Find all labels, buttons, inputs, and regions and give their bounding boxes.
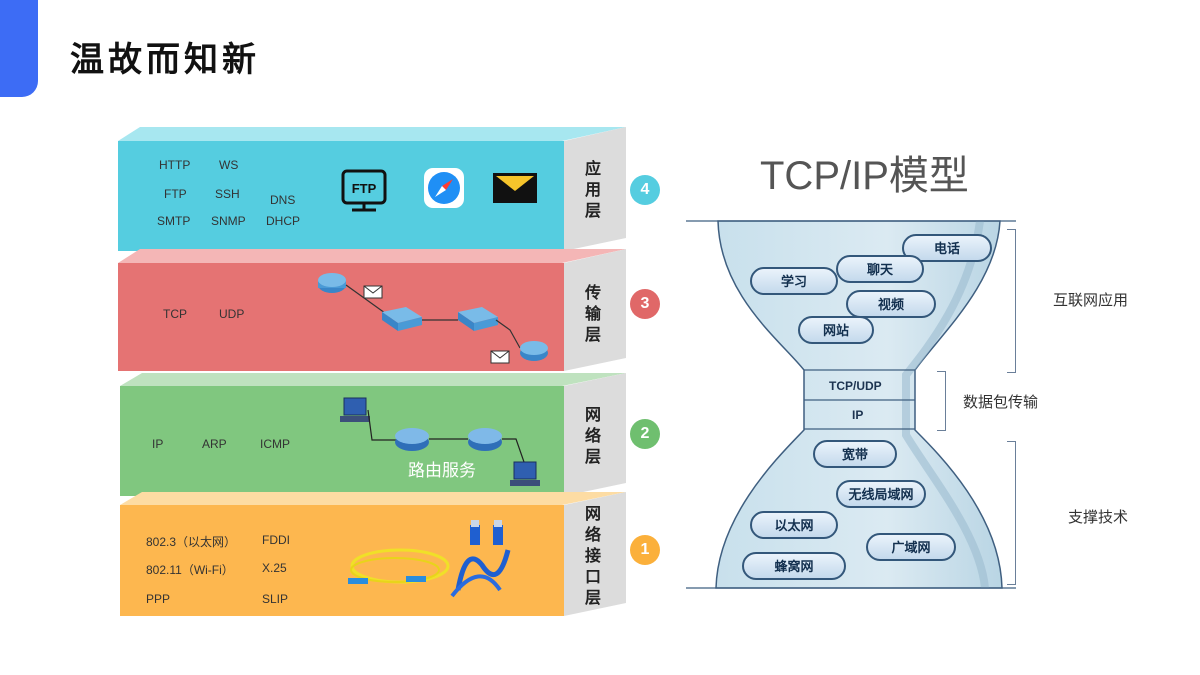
layer-name-link: 网络接口层	[584, 504, 601, 607]
accent-bar	[0, 0, 38, 97]
layer-name-transport: 传输层	[584, 283, 601, 344]
protocol-label: ICMP	[260, 437, 290, 451]
bubble-study: 学习	[750, 267, 838, 295]
protocol-label: DHCP	[266, 214, 301, 228]
hourglass-ip: IP	[852, 408, 864, 422]
bubble-website: 网站	[798, 316, 874, 344]
layer-number-2: 2	[630, 419, 660, 449]
layer-stack: FTP	[118, 127, 626, 616]
group-label-support-tech: 支撑技术	[1068, 508, 1129, 526]
bubble-wlan: 无线局域网	[836, 480, 926, 508]
layer-name-network: 网络层	[584, 405, 601, 466]
model-title: TCP/IP模型	[760, 154, 969, 198]
ethernet-cable-icon	[450, 520, 511, 598]
protocol-label: WS	[219, 158, 239, 172]
layer-number-4: 4	[630, 175, 660, 205]
protocol-label: IP	[152, 437, 164, 451]
protocol-label: TCP	[163, 307, 187, 321]
protocol-label: HTTP	[159, 158, 191, 172]
layer-3-block	[118, 249, 626, 371]
bubble-chat: 聊天	[836, 255, 924, 283]
layer-2-block	[120, 373, 626, 496]
protocol-label: SLIP	[262, 592, 289, 606]
layer-number-1: 1	[630, 535, 660, 565]
protocol-label: SNMP	[211, 214, 246, 228]
ftp-monitor-icon: FTP	[341, 169, 387, 212]
bubble-wan: 广域网	[866, 533, 956, 561]
safari-compass-icon	[424, 168, 464, 208]
protocol-label: PPP	[146, 592, 171, 606]
brace-packet-transport	[937, 371, 946, 431]
protocol-label: 802.11（Wi-Fi）	[146, 563, 234, 577]
routing-diagram-icons	[340, 397, 540, 486]
bubble-cellular: 蜂窝网	[742, 552, 846, 580]
envelope-icon	[493, 173, 537, 203]
protocol-label: 802.3（以太网）	[146, 535, 237, 549]
transport-network-icons	[318, 273, 548, 364]
bubble-video: 视频	[846, 290, 936, 318]
brace-internet-apps	[1007, 229, 1016, 373]
routing-service-label: 路由服务	[408, 461, 476, 481]
protocol-label: ARP	[202, 437, 227, 451]
page-title: 温故而知新	[70, 40, 260, 80]
hourglass-tcp-udp: TCP/UDP	[829, 379, 882, 393]
bubble-ethernet: 以太网	[750, 511, 838, 539]
brace-support-tech	[1007, 441, 1016, 585]
protocol-label: UDP	[219, 307, 245, 321]
protocol-label: X.25	[262, 561, 287, 575]
group-label-packet-transport: 数据包传输	[963, 393, 1039, 411]
protocol-label: FDDI	[262, 533, 290, 547]
layer-number-3: 3	[630, 289, 660, 319]
layer-1-block	[120, 492, 626, 616]
protocol-label: SSH	[215, 187, 240, 201]
protocol-label: SMTP	[157, 214, 191, 228]
group-label-internet-apps: 互联网应用	[1053, 291, 1129, 309]
layer-name-application: 应用层	[584, 159, 601, 220]
bubble-broadband: 宽带	[813, 440, 897, 468]
protocol-label: DNS	[270, 193, 296, 207]
ftp-icon-text: FTP	[352, 181, 377, 196]
layer-4-block	[118, 127, 626, 251]
protocol-label: FTP	[164, 187, 187, 201]
fiber-cable-icon	[348, 548, 450, 584]
